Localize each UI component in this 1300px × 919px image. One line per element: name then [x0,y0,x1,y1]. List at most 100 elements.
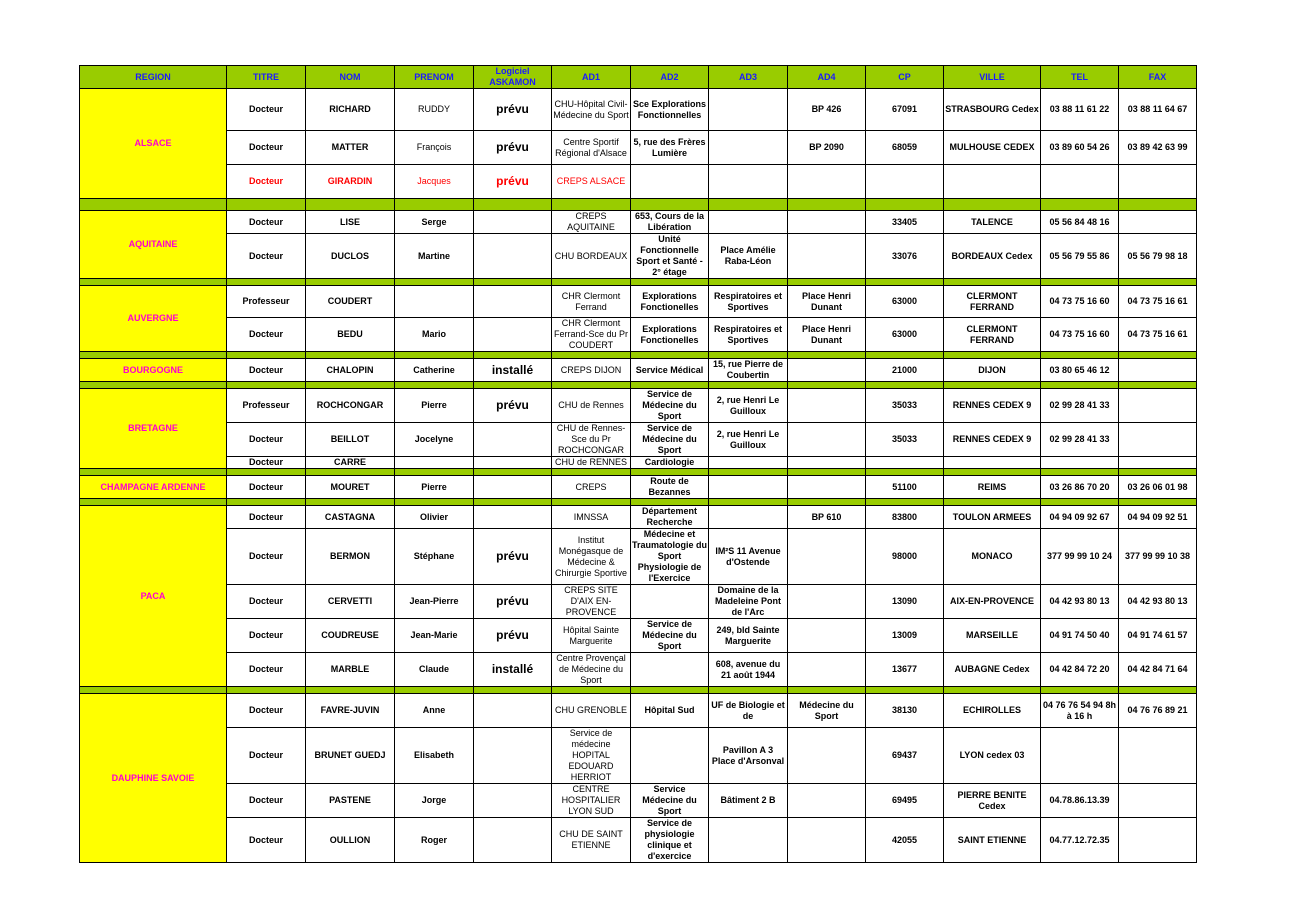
separator-cell [1040,468,1119,476]
separator-cell [473,468,552,476]
table-cell: Place Henri Dunant [787,317,866,352]
separator-cell [305,198,395,211]
table-cell: BEILLOT [305,422,395,457]
table-cell: Roger [394,817,474,863]
table-cell: 03 88 11 61 22 [1040,88,1119,131]
table-cell: Jorge [394,783,474,818]
table-cell: Docteur [226,210,306,234]
table-cell: 04 76 76 89 21 [1118,693,1197,728]
table-cell: GIRARDIN [305,164,395,199]
separator-cell [630,686,709,694]
table-cell [1118,358,1197,382]
table-cell: 63000 [865,317,944,352]
table-cell: RUDDY [394,88,474,131]
separator-cell [394,278,474,286]
table-cell: CHR Clermont Ferrand-Sce du Pr COUDERT [551,317,631,352]
table-cell: 04.77.12.72.35 [1040,817,1119,863]
table-cell [1040,164,1119,199]
table-cell: CHR Clermont Ferrand [551,285,631,318]
table-cell: IMNSSA [551,505,631,529]
header-row: REGION TITRE NOM PRENOM Logiciel ASKAMON… [79,65,1197,89]
separator-cell [394,381,474,389]
separator-cell [473,351,552,359]
separator-cell [551,498,631,506]
separator-cell [226,351,306,359]
table-cell [787,210,866,234]
separator-cell [943,198,1041,211]
table-cell: 04 73 75 16 61 [1118,285,1197,318]
table-cell: 5, rue des Frères Lumière [630,130,709,165]
table-cell [708,130,788,165]
table-cell: 2, rue Henri Le Guilloux [708,388,788,423]
table-cell: Sce Explorations Fonctionnelles [630,88,709,131]
table-cell: Centre Provençal de Médecine du Sport [551,652,631,687]
separator-cell [226,198,306,211]
table-cell [943,456,1041,469]
table-cell: RICHARD [305,88,395,131]
table-cell: Pavillon A 3 Place d'Arsonval [708,727,788,784]
table-cell [787,475,866,499]
section-separator [79,686,1197,694]
separator-cell [1118,278,1197,286]
separator-cell [787,686,866,694]
separator-cell [226,278,306,286]
table-cell: CREPS ALSACE [551,164,631,199]
separator-cell [708,278,788,286]
table-cell: Docteur [226,164,306,199]
header-cell: AD1 [551,65,631,89]
table-cell: Stéphane [394,528,474,585]
table-cell: 04 91 74 61 57 [1118,618,1197,653]
section-separator [79,278,1197,286]
table-cell: Docteur [226,618,306,653]
table-cell: CHU DE SAINT ETIENNE [551,817,631,863]
table-cell: Explorations Fonctionelles [630,285,709,318]
table-cell: Institut Monégasque de Médecine & Chirur… [551,528,631,585]
table-cell: Respiratoires et Sportives [708,317,788,352]
table-cell: Serge [394,210,474,234]
header-cell: REGION [79,65,227,89]
section-separator [79,351,1197,359]
table-cell: 35033 [865,388,944,423]
separator-cell [394,351,474,359]
separator-cell [551,198,631,211]
table-cell: Route de Bezannes [630,475,709,499]
separator-cell [473,686,552,694]
table-cell: 63000 [865,285,944,318]
table-cell [1118,783,1197,818]
separator-cell [787,498,866,506]
table-cell: Jean-Pierre [394,584,474,619]
separator-cell [943,498,1041,506]
separator-cell [630,468,709,476]
table-cell [787,618,866,653]
table-cell: CHU de RENNES [551,456,631,469]
table-cell: BERMON [305,528,395,585]
table-cell: CREPS [551,475,631,499]
separator-cell [1040,351,1119,359]
separator-cell [708,381,788,389]
table-cell: Docteur [226,475,306,499]
table-cell: 249, bld Sainte Marguerite [708,618,788,653]
table-cell: Pierre [394,388,474,423]
table-cell: 69437 [865,727,944,784]
table-cell [787,233,866,279]
table-cell [787,652,866,687]
table-cell [473,456,552,469]
table-cell: TALENCE [943,210,1041,234]
table-cell: prévu [473,528,552,585]
table-cell: PIERRE BENITE Cedex [943,783,1041,818]
table-cell: prévu [473,584,552,619]
separator-cell [79,278,227,286]
table-cell: 69495 [865,783,944,818]
table-cell: Docteur [226,528,306,585]
table-cell: TOULON ARMEES [943,505,1041,529]
table-cell [630,584,709,619]
separator-cell [1118,381,1197,389]
separator-cell [943,381,1041,389]
table-cell: 05 56 79 55 86 [1040,233,1119,279]
table-cell [708,475,788,499]
table-cell [473,693,552,728]
